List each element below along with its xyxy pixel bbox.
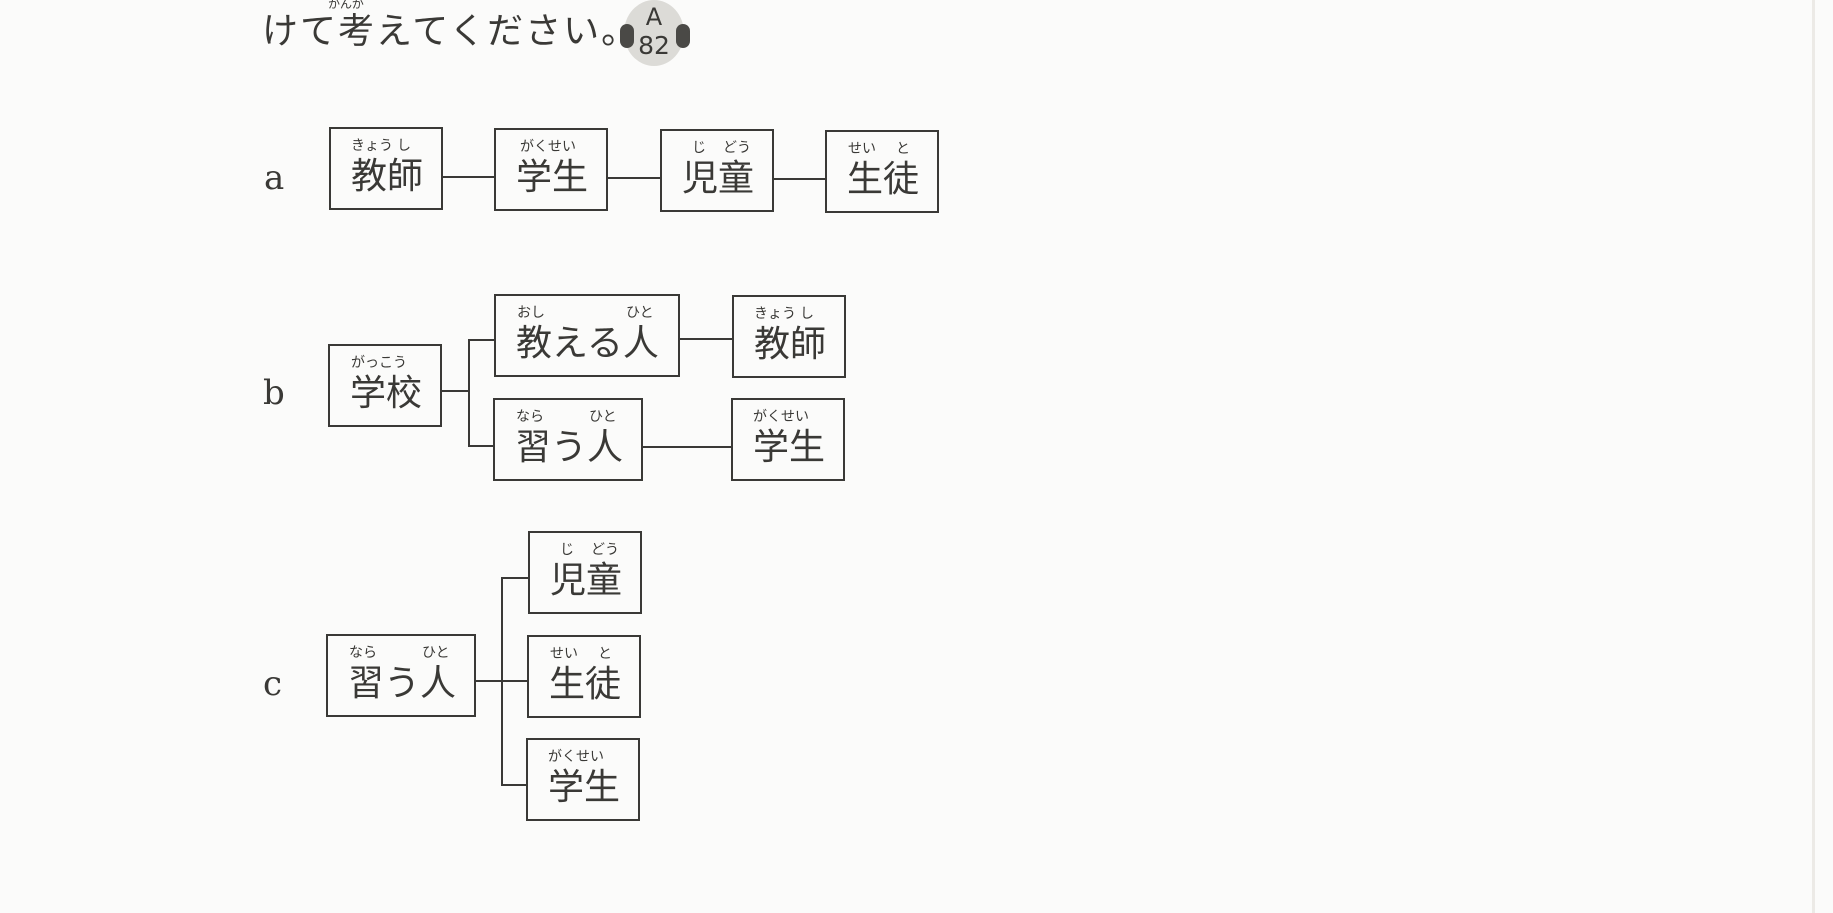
furigana-part: がくせい xyxy=(548,749,604,765)
term-word: 教える人 xyxy=(516,323,659,364)
furigana-part: なら xyxy=(516,409,544,425)
term-box: がくせい 学生 xyxy=(494,128,608,211)
term-box: がっこう 学校 xyxy=(328,344,442,427)
furigana: きょう し xyxy=(331,138,441,154)
line-c-top xyxy=(501,577,529,681)
furigana-part: なら xyxy=(349,645,377,661)
term-box: がくせい 学生 xyxy=(526,738,640,821)
furigana-part: と xyxy=(896,141,910,157)
section-label-b: b xyxy=(263,373,285,413)
term-box: きょう し 教師 xyxy=(732,295,846,378)
furigana-part: どう xyxy=(723,140,751,156)
furigana: せい と xyxy=(529,646,639,662)
term-box: きょう し 教師 xyxy=(329,127,443,210)
term-word: 学校 xyxy=(350,373,423,414)
furigana-part: ひと xyxy=(422,645,450,661)
term-box: がくせい 学生 xyxy=(731,398,845,481)
term-word: 生徒 xyxy=(549,664,622,705)
term-word: 学生 xyxy=(516,157,589,198)
term-box: じ どう 児童 xyxy=(660,129,774,212)
line-c-bottom xyxy=(501,681,528,786)
section-label-c: c xyxy=(263,664,283,704)
furigana: じ どう xyxy=(662,140,772,156)
furigana-part: ひと xyxy=(589,409,617,425)
furigana-part: せい xyxy=(848,141,876,157)
section-label-a: a xyxy=(264,158,285,198)
audio-track-badge[interactable]: A 82 xyxy=(618,0,690,68)
heading-ruby: かんが xyxy=(328,0,365,11)
term-box: じ どう 児童 xyxy=(528,531,642,614)
audio-track-number: 82 xyxy=(638,31,670,60)
furigana-part: じ xyxy=(692,140,706,156)
term-word: 習う人 xyxy=(515,427,624,468)
furigana: なら ひと xyxy=(328,645,474,661)
furigana-part: おし xyxy=(517,305,545,321)
line-b-branch-lower xyxy=(468,391,494,447)
term-box: せい と 生徒 xyxy=(527,635,641,718)
line-b-branch xyxy=(441,339,495,392)
instruction-heading: かんが けて考えてください。 A 82 xyxy=(262,0,782,70)
furigana-part: せい xyxy=(550,646,578,662)
furigana-part: どう xyxy=(591,542,619,558)
furigana-part: じ xyxy=(560,542,574,558)
furigana: きょう し xyxy=(734,306,844,322)
audio-track-letter: A xyxy=(645,3,663,31)
furigana: がっこう xyxy=(330,355,440,371)
term-box: なら ひと 習う人 xyxy=(493,398,643,481)
furigana: なら ひと xyxy=(495,409,641,425)
furigana-part: きょう xyxy=(351,138,393,154)
term-word: 児童 xyxy=(682,158,755,199)
term-word: 教師 xyxy=(351,156,424,197)
furigana-part: と xyxy=(598,646,612,662)
furigana: がくせい xyxy=(733,409,843,425)
term-word: 学生 xyxy=(548,767,621,808)
heading-text: けて考えてください。 xyxy=(262,11,640,52)
furigana-part: がっこう xyxy=(351,355,407,371)
furigana-part: きょう xyxy=(754,306,796,322)
term-word: 習う人 xyxy=(348,663,457,704)
furigana: がくせい xyxy=(528,749,638,765)
furigana-part: し xyxy=(800,306,814,322)
furigana-part: がくせい xyxy=(520,139,576,155)
term-word: 学生 xyxy=(753,427,826,468)
term-box: なら ひと 習う人 xyxy=(326,634,476,717)
furigana: がくせい xyxy=(496,139,606,155)
furigana-part: がくせい xyxy=(753,409,809,425)
headphones-earpiece-right xyxy=(676,24,690,48)
term-word: 児童 xyxy=(550,560,623,601)
audio-badge-disc xyxy=(624,0,684,66)
furigana-part: し xyxy=(397,138,411,154)
furigana: せい と xyxy=(827,141,937,157)
term-box: おし ひと 教える人 xyxy=(494,294,680,377)
furigana: おし ひと xyxy=(496,305,678,321)
furigana: じ どう xyxy=(530,542,640,558)
page-edge xyxy=(1812,0,1815,913)
term-word: 生徒 xyxy=(847,159,920,200)
term-word: 教師 xyxy=(754,324,827,365)
headphones-icon xyxy=(620,24,634,48)
furigana-part: ひと xyxy=(626,305,654,321)
term-box: せい と 生徒 xyxy=(825,130,939,213)
